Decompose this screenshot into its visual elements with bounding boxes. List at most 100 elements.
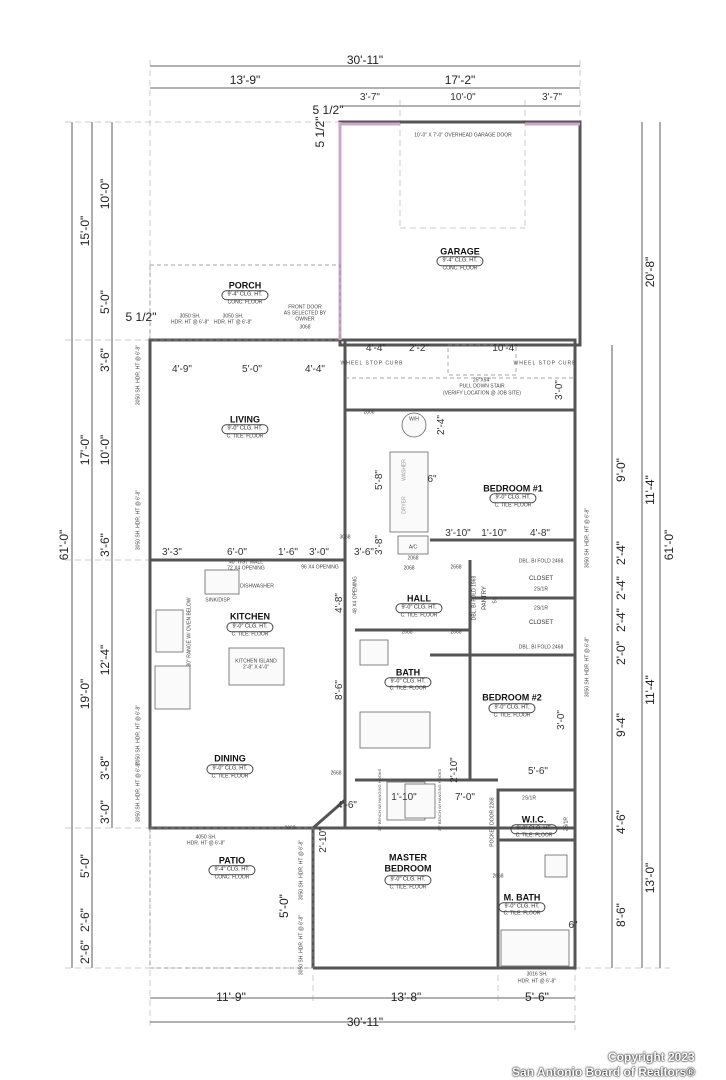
washer-dryer xyxy=(389,451,429,533)
note-window: 3016 SH. xyxy=(526,971,548,978)
note-front-door: AS SELECTED BY xyxy=(283,310,327,317)
note-window: HDR. HT @ 6'-8" xyxy=(518,978,556,985)
note-window: HDR. HT @ 6'-8" xyxy=(214,319,252,326)
note-shelf: 2S/1R xyxy=(534,586,548,593)
room-garage-name: GARAGE xyxy=(440,246,480,257)
room-bedroom1-name: BEDROOM #1 xyxy=(483,483,543,494)
note-dryer: DRYER xyxy=(401,496,408,514)
dim-interior: 3'-8" xyxy=(374,535,385,555)
dim-interior: 1'-10" xyxy=(391,792,417,803)
dim-interior: 1'-6" xyxy=(278,547,298,558)
kitchen-island xyxy=(228,647,285,686)
dim-left: 10'-0" xyxy=(98,178,112,210)
porch-patio-outlines xyxy=(149,264,575,969)
note-door: 2868 xyxy=(363,409,375,416)
note-bifold: DBL. BI FOLD 1968 xyxy=(471,575,478,621)
room-hall-ceiling: 9'-0" CLG. HT. xyxy=(395,603,443,613)
note-front-door: FRONT DOOR xyxy=(288,304,322,311)
note-window: 3050 SH. HDR. HT @ 6'-8" xyxy=(584,636,591,698)
room-dining-name: DINING xyxy=(214,753,246,764)
dim-left: 2'-6" xyxy=(78,940,92,964)
dim-left: 3'-6" xyxy=(98,533,112,557)
note-shelf: 2S/1R xyxy=(522,795,536,802)
note-pocket-door: POCKET DOOR 2268 xyxy=(489,797,496,847)
note-bifold: DBL. BI FOLD 2468 xyxy=(518,558,564,565)
copyright-line-2: San Antonio Board of Realtors® xyxy=(512,1065,696,1079)
room-bedroom1-ceiling: 9'-0" CLG. HT. xyxy=(489,493,537,503)
dim-interior: 3'-0" xyxy=(556,710,567,730)
dim-interior: 3'-3" xyxy=(162,547,182,558)
dim-top-overall: 30'-11" xyxy=(346,53,384,67)
note-front-door: 3068 xyxy=(299,324,311,331)
note-attic: (VERIFY LOCATION @ JOB SITE) xyxy=(443,390,521,397)
dim-garage-left: 3'-7" xyxy=(360,92,380,103)
room-garage-floor: CONC. FLOOR xyxy=(442,265,478,272)
note-patio-door: HDR. HT @ 6'-8" xyxy=(187,840,225,847)
dim-right: 2'-4" xyxy=(614,541,628,565)
dim-interior: 5'-6" xyxy=(528,766,548,777)
dim-left: 3'-6" xyxy=(98,348,112,372)
note-opening: 96 X4 OPENING xyxy=(301,564,339,571)
room-bath-ceiling: 9'-0" CLG. HT. xyxy=(384,677,432,687)
note-window: 3050 SH. HDR. HT @ 6'-8" xyxy=(135,489,142,551)
room-kitchen-ceiling: 9'-0" CLG. HT. xyxy=(226,622,274,632)
dim-offset-c: 5 1/2" xyxy=(125,310,157,324)
note-door: 2068 xyxy=(407,555,419,562)
room-porch-name: PORCH xyxy=(228,280,262,291)
dim-top-left: 13'-9" xyxy=(229,73,261,87)
dim-interior: 7'-0" xyxy=(455,792,475,803)
note-window: 3050 SH. HDR. HT @ 6'-8" xyxy=(298,839,305,901)
room-kitchen-name: KITCHEN xyxy=(230,611,270,622)
room-master-name-2: BEDROOM xyxy=(384,863,432,874)
mbath-tub xyxy=(500,929,570,967)
walls xyxy=(148,120,582,970)
dim-interior: 6'-0" xyxy=(227,547,247,558)
dim-interior: 3'-10" xyxy=(445,528,471,539)
dim-interior: 1'-10" xyxy=(481,528,507,539)
dim-right: 2'-0" xyxy=(614,641,628,665)
ac-unit xyxy=(397,535,429,555)
dim-interior: 4'-8" xyxy=(334,593,345,613)
kitchen-sink xyxy=(204,569,240,595)
note-island: 2'-8" X 4'-0" xyxy=(242,664,270,671)
note-opening: 48 X4 OPENING xyxy=(352,576,359,614)
dim-right: 2'-4" xyxy=(614,608,628,632)
dim-right: 11'-4" xyxy=(643,475,657,505)
note-window: HDR. HT @ 6'-8" xyxy=(171,319,209,326)
dim-interior: 8'-6" xyxy=(334,680,345,700)
note-shelf: 2S/1R xyxy=(534,605,548,612)
room-master-floor: C. TILE. FLOOR xyxy=(389,884,427,891)
room-living-ceiling: 9'-0" CLG. HT. xyxy=(221,424,269,434)
room-mbath-floor: C. TILE. FLOOR xyxy=(503,910,541,917)
note-window: 3050 SH. HDR. HT @ 6'-8" xyxy=(135,344,142,406)
dim-interior: 3'-0" xyxy=(309,547,329,558)
note-window: 3050 SH. HDR. HT @ 6'-8" xyxy=(584,507,591,569)
dim-interior: 4'-6" xyxy=(337,800,357,811)
dim-interior: 5'-8" xyxy=(374,470,385,490)
dim-left: 15'-0" xyxy=(78,215,92,247)
note-wheel-stop: WHEEL STOP CURB xyxy=(513,360,577,367)
room-bedroom1-floor: C. TILE. FLOOR xyxy=(494,502,532,509)
dim-left: 10'-0" xyxy=(98,434,112,466)
note-door: 3068 xyxy=(339,534,351,541)
dim-offset-b: 5 1/2" xyxy=(313,116,327,148)
note-pantry-shelf: 5S xyxy=(492,596,499,604)
note-front-door: OWNER xyxy=(295,316,315,323)
note-door: 2668 xyxy=(330,770,342,777)
note-wheel-stop: WHEEL STOP CURB xyxy=(340,360,404,367)
room-bedroom2-ceiling: 9'-0" CLG. HT. xyxy=(488,703,536,713)
dim-top-right: 17'-2" xyxy=(444,73,476,87)
dim-bottom: 13'-8" xyxy=(390,990,422,1004)
note-water-heater: W/H xyxy=(409,416,419,423)
dim-right: 4'-6" xyxy=(614,810,628,834)
dim-garage-door: 10'-0" xyxy=(450,92,476,103)
range xyxy=(155,609,184,653)
note-window: 3050 SH. HDR. HT @ 6'-8" xyxy=(135,761,142,823)
note-ac: A/C xyxy=(408,544,418,551)
note-door: 2668 xyxy=(450,564,462,571)
dim-left: 19'-0" xyxy=(78,678,92,710)
room-dining-ceiling: 9'-0" CLG. HT. xyxy=(206,764,254,774)
copyright-line-1: Copyright 2023 xyxy=(608,1050,695,1064)
